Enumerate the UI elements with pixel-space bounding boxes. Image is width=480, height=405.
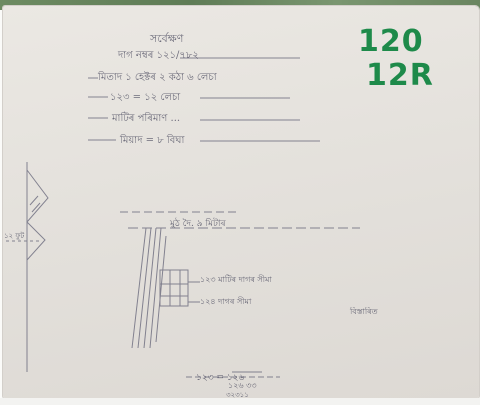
header-line-2: দাগ নম্বৰ ১২১/৭৮২: [118, 50, 199, 61]
number-bottom: 12R: [366, 58, 434, 93]
footer-line-2: ১২৬ ৩৩: [228, 381, 257, 390]
left-mark: ১২ ফুট: [4, 232, 25, 240]
paper-sheet: [3, 6, 479, 398]
footer-line-1: ১২৩ = ১২৬: [196, 373, 245, 383]
header-line-6: মিয়াদ = ৮ বিঘা: [120, 135, 185, 146]
header-line-5: মাটিৰ পৰিমাণ ...: [112, 113, 181, 124]
label-b: ১২৪ দাগৰ সীমা: [200, 297, 252, 306]
plot-label: মুঠ দৈ. ৯ মিটাৰ: [170, 219, 226, 229]
header-line-3: মিতাদ ১ হেক্টৰ ২ কঠা ৬ লেচা: [98, 72, 217, 83]
footer-line-3: ৩২৩১১: [226, 391, 249, 399]
header-line-1: সৰ্বেক্ষণ: [150, 32, 184, 45]
label-a: ১২৩ মাটিৰ দাগৰ সীমা: [200, 275, 272, 284]
label-b2: বিস্তাৰিত: [350, 307, 378, 316]
photo-bottom-edge: [0, 398, 480, 405]
number-top: 120: [358, 24, 424, 59]
header-line-4: ১২৩ = ১২ লেচা: [110, 92, 181, 103]
grass-strip: [0, 0, 480, 10]
